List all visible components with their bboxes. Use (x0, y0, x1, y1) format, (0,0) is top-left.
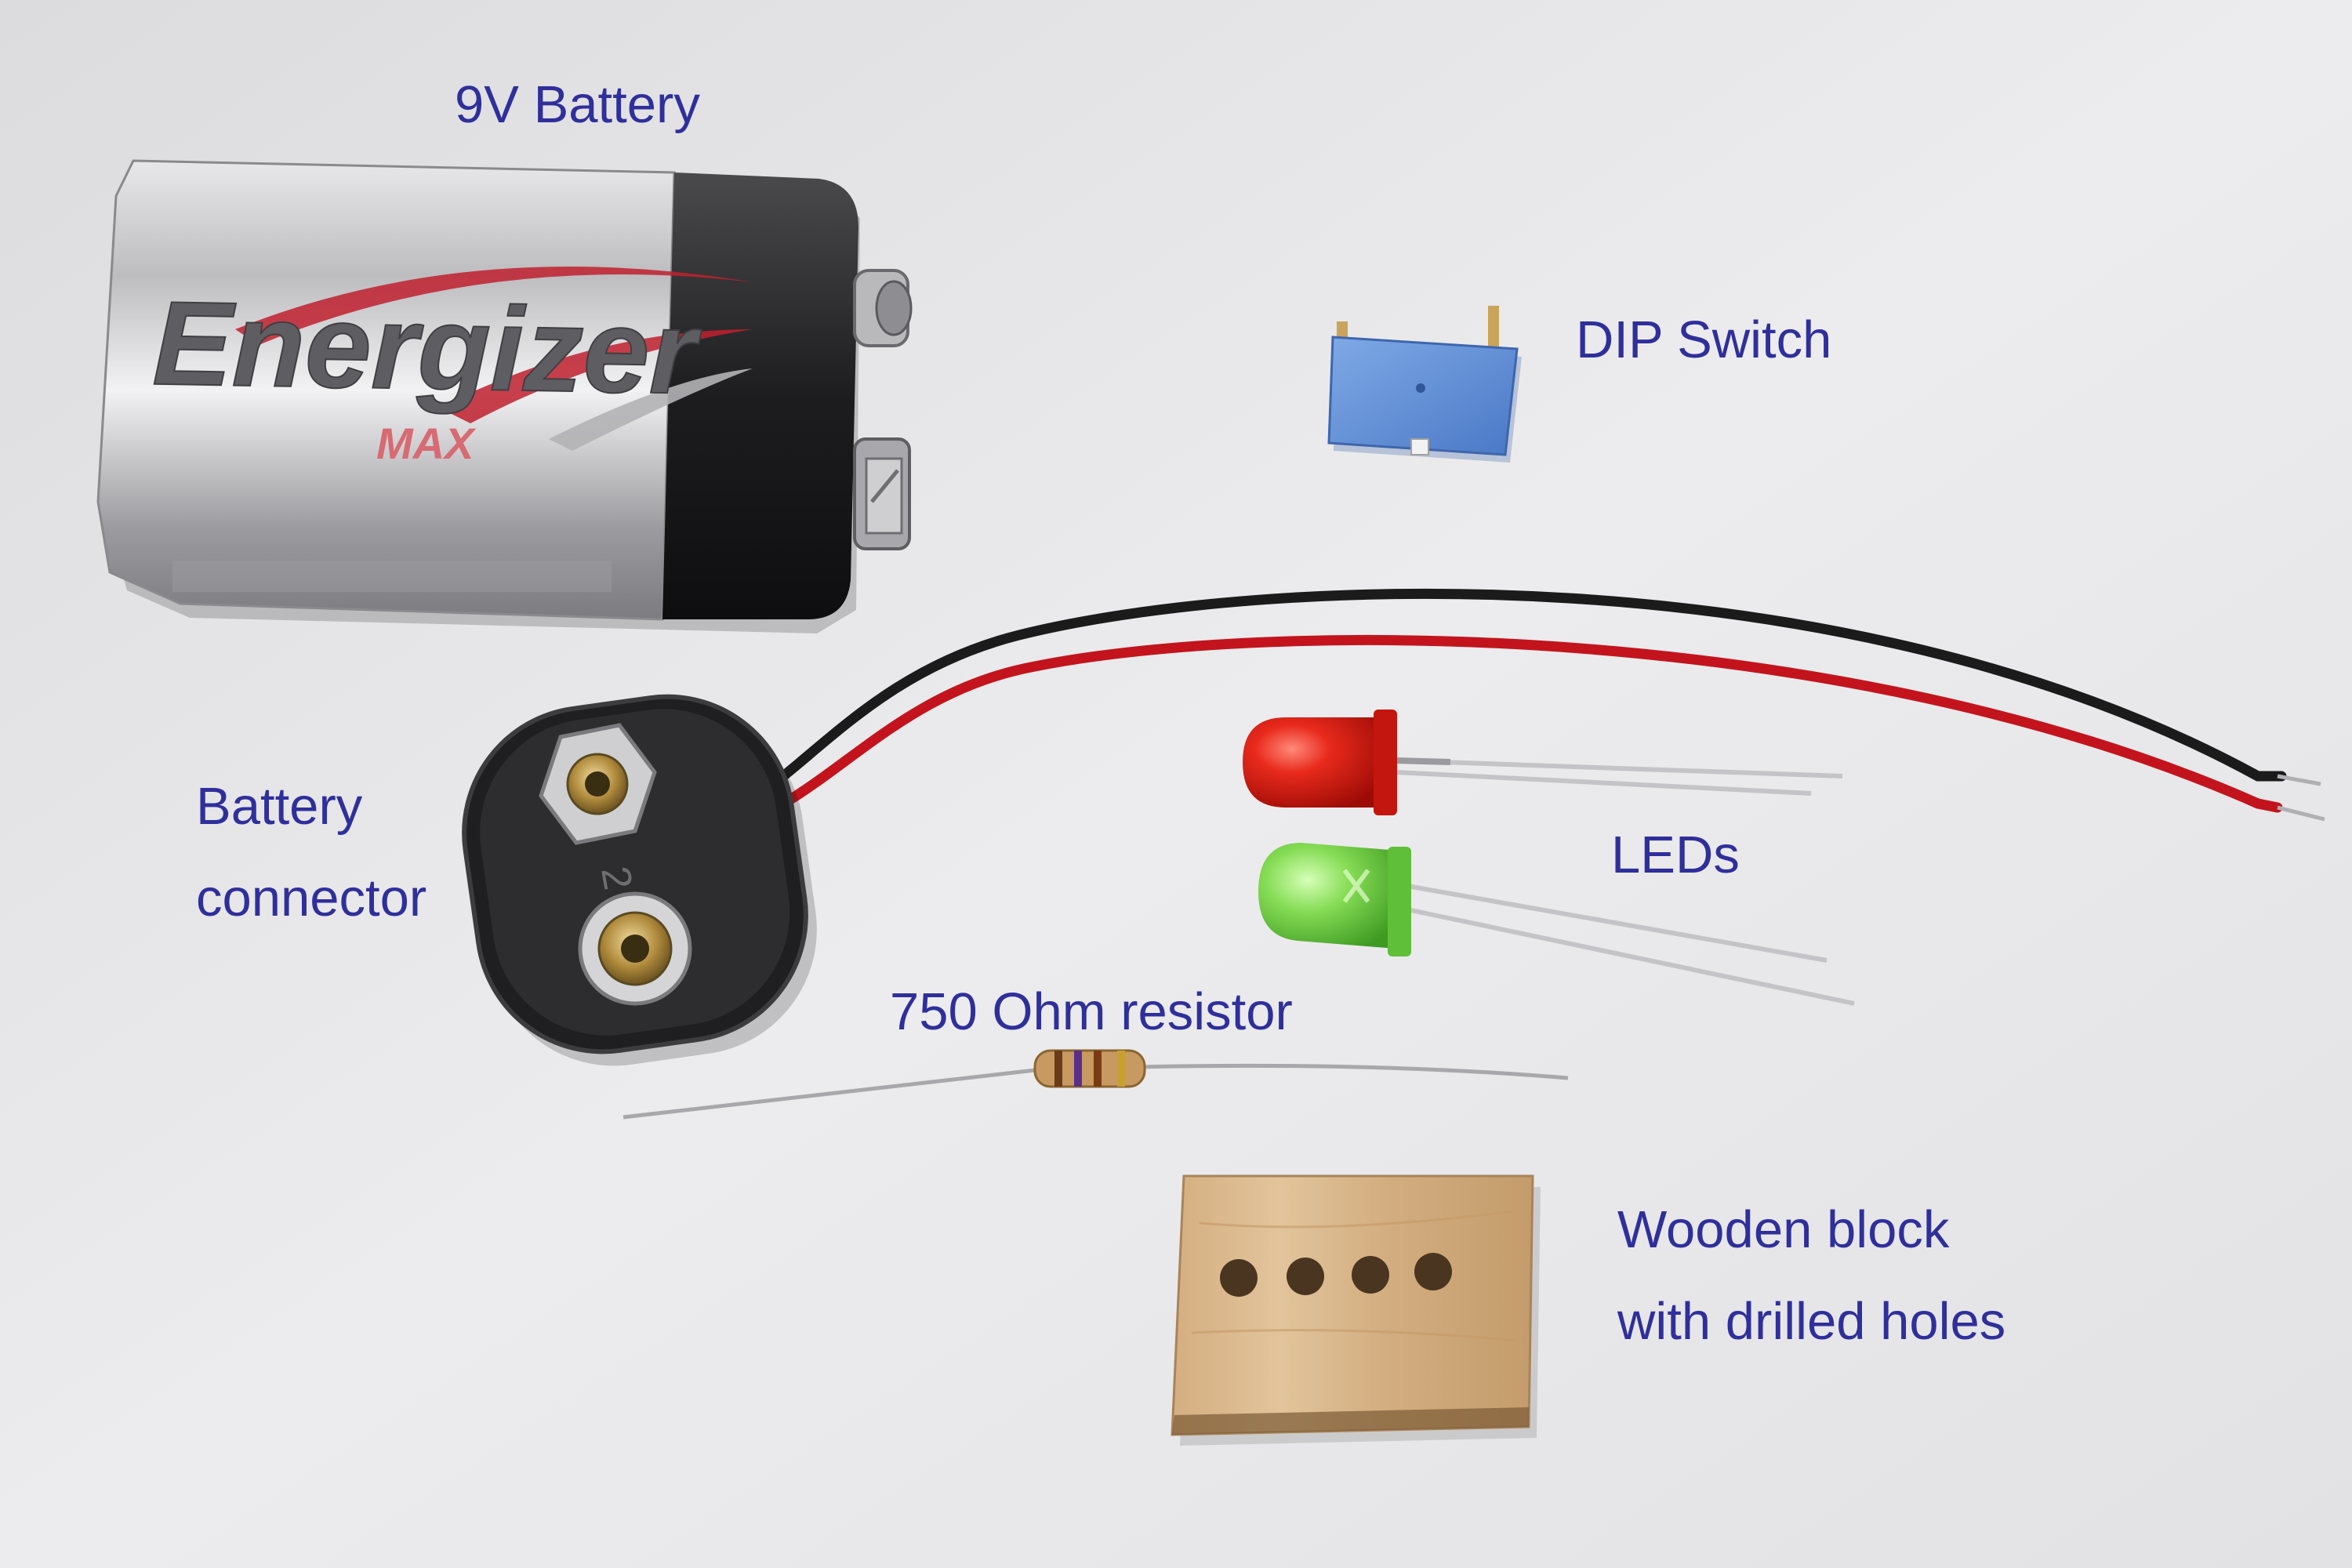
label-leds: LEDs (1611, 826, 1740, 884)
label-9v-battery: 9V Battery (455, 75, 700, 134)
connector-snap-round (578, 891, 692, 1006)
battery-terminal-negative (853, 437, 911, 550)
label-battery-connector-line2: connector (196, 869, 427, 927)
battery-9v: Energizer MAX (96, 159, 913, 633)
resistor-750-ohm (622, 1049, 1569, 1120)
drilled-holes (1220, 1253, 1452, 1297)
battery-brand-text: Energizer (152, 277, 703, 419)
label-battery-connector-line1: Battery (196, 777, 363, 836)
battery-subbrand-text: MAX (376, 419, 477, 468)
led-green (1258, 843, 1855, 1006)
led-red (1243, 710, 1843, 815)
label-wooden-block-line1: Wooden block (1617, 1200, 1950, 1259)
label-dip-switch: DIP Switch (1576, 310, 1832, 369)
dip-switch (1327, 306, 1522, 463)
connector-snap-hex (539, 723, 657, 845)
wooden-block (1171, 1174, 1541, 1446)
label-wooden-block-line2: with drilled holes (1617, 1292, 2006, 1351)
label-750-ohm-resistor: 750 Ohm resistor (890, 982, 1293, 1041)
battery-terminal-positive (853, 269, 913, 347)
battery-connector: 2 (462, 694, 817, 1066)
connector-wires (712, 588, 2325, 837)
